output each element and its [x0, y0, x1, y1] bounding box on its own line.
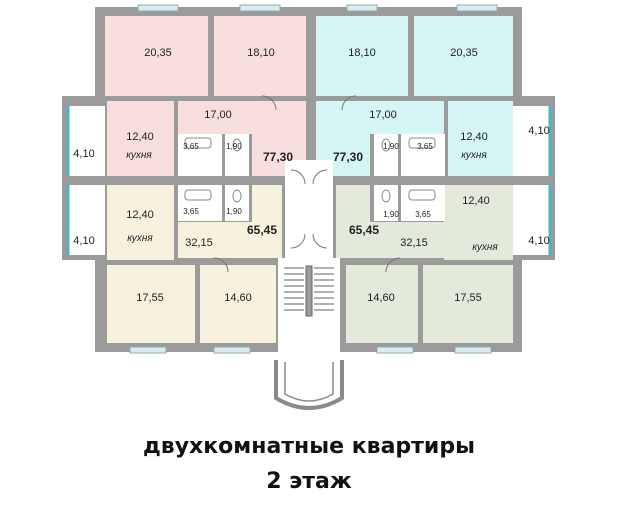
kitchen-area: 12,40: [460, 131, 488, 143]
wc-area: 1,90: [226, 142, 242, 151]
central-lobby: [285, 160, 333, 258]
room-area: 20,35: [144, 47, 172, 59]
room-fill: [316, 16, 408, 96]
door-swing: [341, 95, 357, 111]
staircase: [284, 265, 334, 317]
kitchen-area: 12,40: [126, 209, 154, 221]
windows: [129, 4, 498, 354]
kitchen-label: кухня: [126, 150, 152, 161]
kitchen-label: кухня: [127, 233, 153, 244]
apartment-total-area: 77,30: [263, 150, 293, 164]
balcony-area: 4,10: [528, 235, 549, 247]
hall-area: 17,00: [204, 109, 232, 121]
door-swing: [290, 233, 306, 249]
toilet: [232, 189, 242, 203]
window: [129, 346, 167, 354]
door-swing: [261, 95, 277, 111]
door-swing: [312, 169, 328, 185]
hall-area: 32,15: [400, 237, 428, 249]
room-fill: [107, 265, 195, 343]
floor-plan: 20,35 18,10 18,10 20,35 17,00 17,00 12,4…: [62, 4, 555, 410]
bathtub: [184, 189, 212, 201]
bathtub: [184, 137, 212, 149]
door-swings: [213, 95, 401, 273]
balcony-area: 4,10: [528, 125, 549, 137]
room-fill: [423, 265, 513, 343]
apartment-top-left: [66, 16, 306, 176]
toilet: [381, 189, 391, 203]
room-area: 17,55: [454, 292, 482, 304]
porch-inner: [284, 362, 334, 402]
kitchen-label: кухня: [461, 150, 487, 161]
apartment-total-area: 65,45: [349, 223, 379, 237]
room-fill: [414, 16, 513, 96]
balcony-area: 4,10: [73, 148, 94, 160]
bathroom-area: 3,65: [183, 207, 199, 216]
bathtub: [408, 189, 436, 201]
window: [137, 4, 179, 12]
room-fill: [214, 16, 306, 96]
hall-area: 32,15: [185, 237, 213, 249]
room-fill: [448, 101, 513, 176]
plumbing-fixtures: [184, 137, 436, 203]
balcony-fill: [513, 106, 550, 176]
toilet: [381, 138, 391, 152]
door-swing: [213, 257, 229, 273]
window: [376, 346, 414, 354]
bathroom-area: 3,65: [183, 142, 199, 151]
entrance-porch: [274, 360, 344, 410]
room-fill: [252, 185, 282, 258]
balcony-area: 4,10: [73, 235, 94, 247]
kitchen-area: 12,40: [126, 131, 154, 143]
bathtub: [408, 137, 436, 149]
balcony-fill: [513, 185, 550, 255]
room-area: 17,55: [136, 292, 164, 304]
door-swing: [385, 257, 401, 273]
wc-area: 1,90: [226, 207, 242, 216]
wc-area: 1,90: [383, 210, 399, 219]
room-fill: [107, 101, 174, 176]
window: [346, 4, 378, 12]
room-fill: [444, 185, 513, 260]
room-area: 18,10: [348, 47, 376, 59]
apartment-bottom-left: [66, 185, 282, 343]
kitchen-label: кухня: [472, 242, 498, 253]
balcony-fill: [68, 185, 105, 255]
toilet: [232, 138, 242, 152]
room-area: 20,35: [450, 47, 478, 59]
area-labels: 20,35 18,10 18,10 20,35 17,00 17,00 12,4…: [73, 47, 549, 304]
window: [454, 346, 492, 354]
room-fill: [200, 265, 276, 343]
window: [456, 4, 498, 12]
room-area: 14,60: [367, 292, 395, 304]
room-fill: [336, 185, 370, 258]
caption-floor: 2 этаж: [266, 469, 352, 494]
window: [213, 346, 251, 354]
porch-outline: [274, 360, 344, 410]
room-fill: [105, 16, 208, 96]
bathroom-area: 3,65: [415, 210, 431, 219]
kitchen-area: 12,40: [462, 195, 490, 207]
room-fill: [346, 265, 418, 343]
door-swing: [312, 233, 328, 249]
balcony-fill: [68, 106, 105, 176]
apartment-bottom-right: [336, 185, 552, 343]
caption-title: двухкомнатные квартиры: [143, 434, 475, 459]
room-fill: [107, 185, 174, 260]
door-swing: [290, 169, 306, 185]
bathroom-area: 3,65: [417, 142, 433, 151]
stair-landing: [305, 265, 313, 317]
hall-area: 17,00: [369, 109, 397, 121]
apartment-total-area: 65,45: [247, 223, 277, 237]
room-area: 14,60: [224, 292, 252, 304]
wc-area: 1,90: [383, 142, 399, 151]
room-area: 18,10: [247, 47, 275, 59]
window: [239, 4, 281, 12]
apartment-total-area: 77,30: [333, 150, 363, 164]
